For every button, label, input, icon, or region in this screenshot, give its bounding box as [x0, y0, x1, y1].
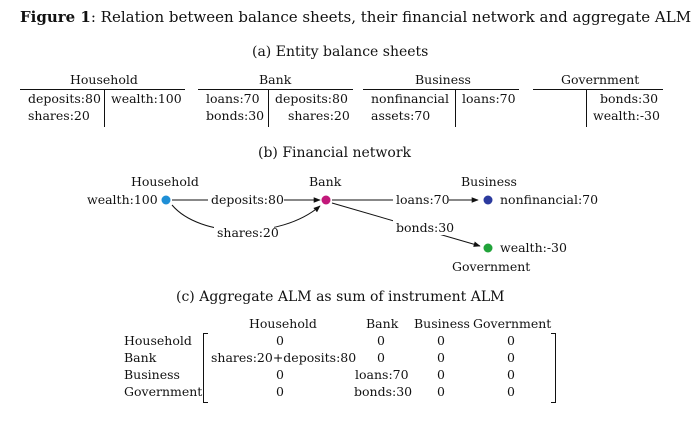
- sheet-t-line: [104, 89, 105, 127]
- matrix-cell: 0: [377, 350, 385, 365]
- figure-caption: : Relation between balance sheets, their…: [90, 8, 692, 26]
- matrix-row-label: Household: [124, 333, 192, 348]
- sheet-divider: [533, 89, 663, 90]
- matrix-row-label: Business: [124, 367, 180, 382]
- matrix-cell: 0: [377, 333, 385, 348]
- edge-label-bg: [393, 219, 451, 235]
- node-household-value: wealth:100: [87, 192, 158, 207]
- sheet-title: Business: [415, 72, 471, 87]
- matrix-cell: shares:20+deposits:80: [211, 350, 357, 365]
- matrix-cell: bonds:30: [354, 384, 413, 399]
- node-bank-label: Bank: [309, 174, 342, 189]
- matrix-column-header: Bank: [366, 316, 399, 331]
- edge-label-loans: loans:70: [396, 192, 450, 207]
- asset-item: nonfinancial: [371, 91, 449, 106]
- matrix-right-bracket: [551, 333, 556, 403]
- matrix-column-header: Business: [414, 316, 470, 331]
- sheet-divider: [363, 89, 519, 90]
- matrix-cell: 0: [276, 367, 284, 382]
- asset-item: deposits:80: [28, 91, 101, 106]
- section-a-title: (a) Entity balance sheets: [252, 44, 429, 60]
- matrix-cell: 0: [507, 350, 515, 365]
- liability-item: wealth:-30: [593, 108, 660, 123]
- sheet-title: Government: [561, 72, 640, 87]
- asset-item: shares:20: [28, 108, 90, 123]
- edge-label-deposits: deposits:80: [211, 192, 284, 207]
- sheet-divider: [198, 89, 353, 90]
- figure-label: Figure 1: [20, 8, 91, 26]
- edge-label-bg: [208, 191, 284, 207]
- edge-label-shares: shares:20: [217, 225, 279, 240]
- matrix-row-label: Government: [124, 384, 203, 399]
- matrix-cell: loans:70: [355, 367, 409, 382]
- sheet-title: Household: [70, 72, 138, 87]
- matrix-cell: 0: [507, 367, 515, 382]
- matrix-cell: 0: [507, 384, 515, 399]
- section-b-title: (b) Financial network: [258, 145, 412, 161]
- edge-label-bg: [214, 224, 274, 240]
- liability-item: bonds:30: [600, 91, 659, 106]
- node-bank-dot: [321, 195, 331, 205]
- liability-item: deposits:80: [275, 91, 348, 106]
- edge-label-bonds: bonds:30: [396, 220, 455, 235]
- sheet-t-line: [586, 89, 587, 127]
- node-government-label: Government: [452, 259, 531, 274]
- matrix-cell: 0: [276, 333, 284, 348]
- matrix-column-header: Household: [249, 316, 317, 331]
- asset-item: assets:70: [371, 108, 431, 123]
- section-c-title: (c) Aggregate ALM as sum of instrument A…: [176, 289, 505, 305]
- sheet-t-line: [268, 89, 269, 127]
- asset-item: bonds:30: [206, 108, 265, 123]
- matrix-left-bracket: [203, 333, 208, 403]
- sheet-divider: [20, 89, 185, 90]
- node-household-dot: [161, 195, 171, 205]
- matrix-cell: 0: [276, 384, 284, 399]
- matrix-cell: 0: [437, 384, 445, 399]
- node-government-value: wealth:-30: [500, 240, 567, 255]
- node-government-dot: [483, 243, 493, 253]
- liability-item: loans:70: [462, 91, 516, 106]
- matrix-cell: 0: [507, 333, 515, 348]
- sheet-t-line: [455, 89, 456, 127]
- liability-item: wealth:100: [111, 91, 182, 106]
- node-business-value: nonfinancial:70: [500, 192, 599, 207]
- sheet-title: Bank: [259, 72, 292, 87]
- edge-label-bg: [393, 191, 449, 207]
- node-household-label: Household: [131, 174, 199, 189]
- matrix-cell: 0: [437, 367, 445, 382]
- matrix-row-label: Bank: [124, 350, 157, 365]
- figure-title: Figure 1: Relation between balance sheet…: [20, 8, 691, 26]
- matrix-cell: 0: [437, 333, 445, 348]
- matrix-cell: 0: [437, 350, 445, 365]
- node-business-dot: [483, 195, 493, 205]
- matrix-column-header: Government: [473, 316, 552, 331]
- asset-item: loans:70: [206, 91, 260, 106]
- liability-item: shares:20: [288, 108, 350, 123]
- node-business-label: Business: [461, 174, 517, 189]
